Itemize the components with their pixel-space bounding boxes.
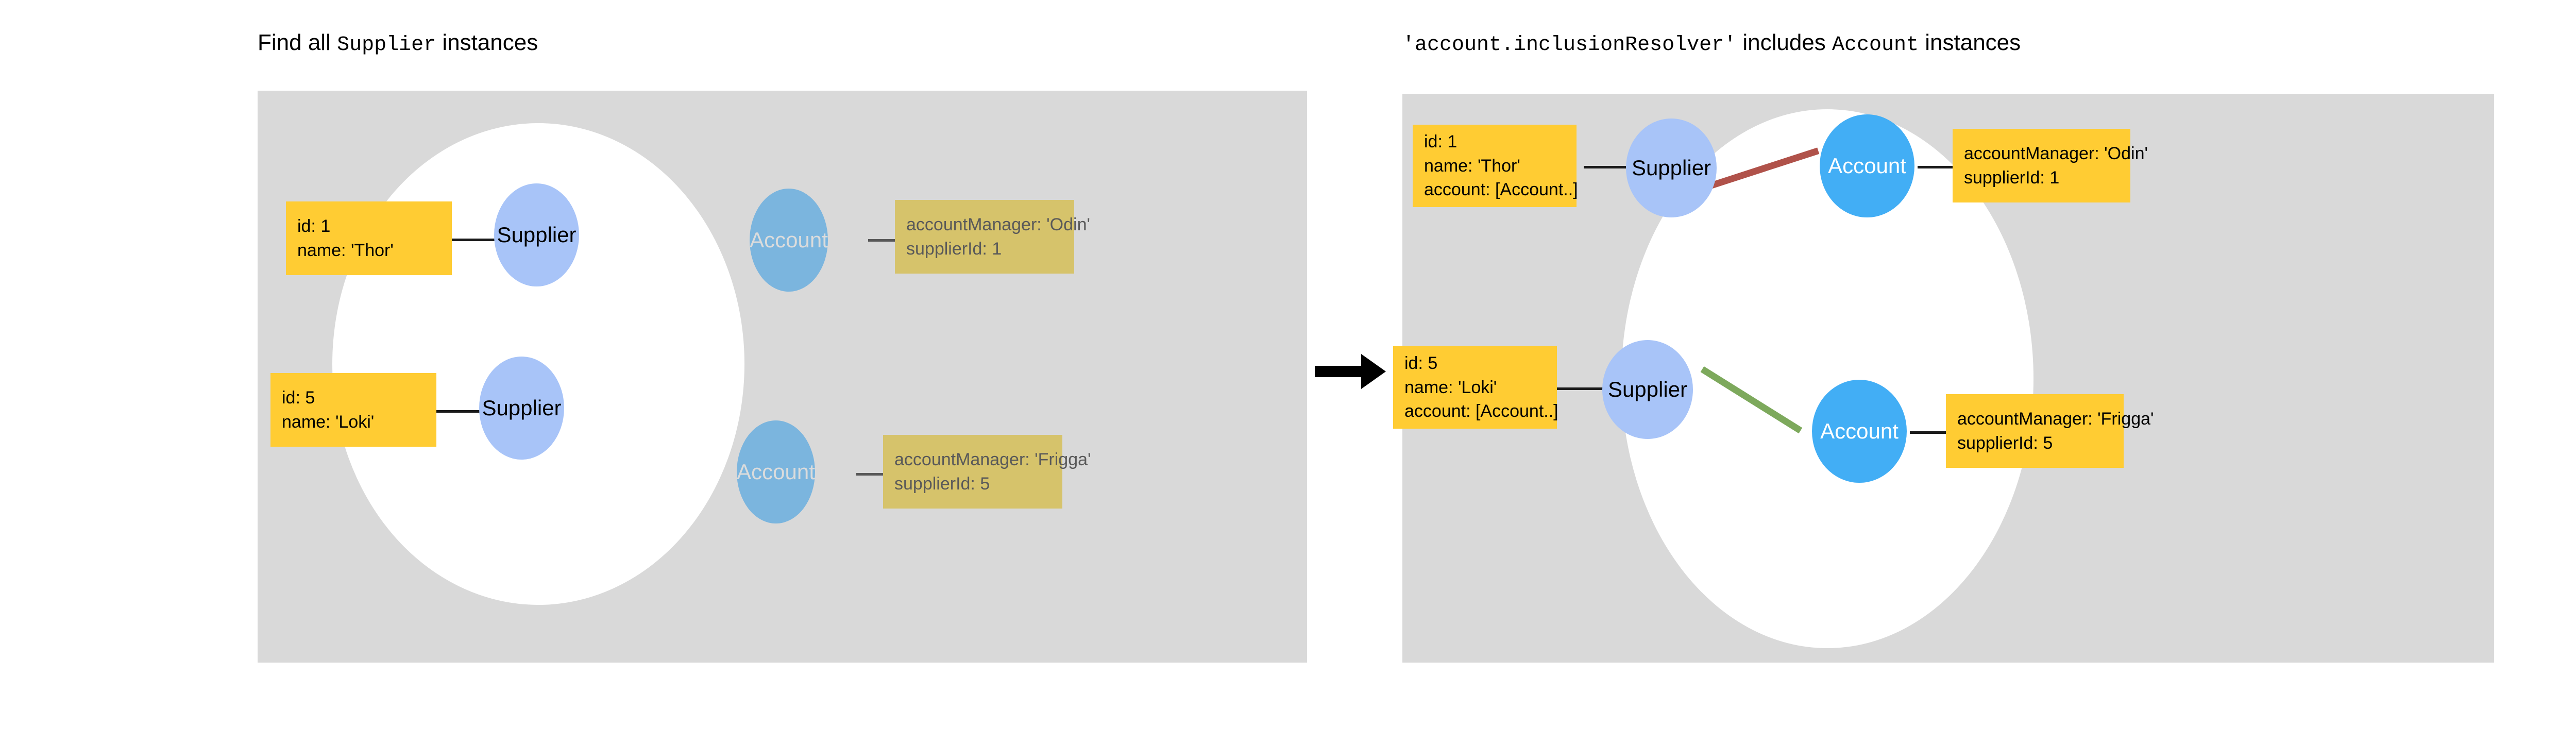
- left-panel-title: Find all Supplier instances: [258, 30, 538, 57]
- edge-supplier5-props: [435, 410, 481, 413]
- node-account-1[interactable]: Account: [750, 189, 828, 292]
- box-line: supplierId: 1: [1964, 167, 2060, 188]
- edge-supplier1-props: [451, 239, 497, 241]
- box-line: name: 'Loki': [282, 412, 375, 432]
- box-line: account: [Account..]: [1424, 180, 1578, 200]
- box-account-1-props[interactable]: accountManager: 'Odin' supplierId: 1: [1953, 129, 2148, 202]
- box-line: id: 5: [1404, 353, 1438, 373]
- left-title-code: Supplier: [337, 33, 436, 57]
- left-title-prefix: Find all: [258, 30, 337, 55]
- transition-arrow: [1315, 353, 1386, 390]
- edge-account5-props: [1910, 431, 1947, 434]
- box-account-5-props[interactable]: accountManager: 'Frigga' supplierId: 5: [883, 435, 1091, 509]
- node-supplier-1[interactable]: Supplier: [1626, 119, 1717, 217]
- left-title-suffix: instances: [436, 30, 538, 55]
- node-supplier-1-label: Supplier: [1631, 156, 1711, 180]
- right-title-code2: Account: [1832, 33, 1919, 57]
- box-account-1-props[interactable]: accountManager: 'Odin' supplierId: 1: [895, 200, 1090, 274]
- box-line: supplierId: 5: [894, 474, 990, 494]
- right-title-suffix: instances: [1919, 30, 2021, 55]
- box-line: name: 'Thor': [297, 240, 394, 260]
- right-title-middle: includes: [1736, 30, 1832, 55]
- arrow-head-icon: [1361, 354, 1386, 389]
- box-line: accountManager: 'Odin': [906, 214, 1090, 234]
- node-account-1-label: Account: [1828, 154, 1906, 178]
- box-line: accountManager: 'Frigga': [1957, 409, 2154, 429]
- node-supplier-5[interactable]: Supplier: [479, 357, 564, 460]
- box-line: id: 1: [297, 216, 331, 236]
- node-account-1-label: Account: [750, 228, 828, 252]
- node-account-5[interactable]: Account: [737, 420, 815, 523]
- node-account-5-label: Account: [737, 460, 815, 484]
- box-supplier-1-props[interactable]: id: 1 name: 'Thor' account: [Account..]: [1413, 125, 1578, 207]
- edge-account1-props: [1918, 166, 1954, 168]
- node-account-1[interactable]: Account: [1820, 114, 1914, 217]
- right-panel: Supplier Supplier Account Account id: 1 …: [1393, 94, 2494, 663]
- edge-supplier5-props: [1557, 387, 1603, 390]
- box-line: id: 5: [282, 387, 315, 408]
- edge-account5-props: [856, 473, 883, 476]
- box-account-5-props[interactable]: accountManager: 'Frigga' supplierId: 5: [1946, 394, 2154, 468]
- node-supplier-1[interactable]: Supplier: [494, 183, 579, 286]
- right-panel-title: 'account.inclusionResolver' includes Acc…: [1402, 30, 2021, 57]
- box-line: id: 1: [1424, 131, 1458, 151]
- box-line: name: 'Loki': [1404, 377, 1497, 397]
- box-supplier-5-props[interactable]: id: 5 name: 'Loki': [270, 373, 436, 447]
- box-line: supplierId: 5: [1957, 433, 2053, 453]
- node-supplier-1-label: Supplier: [497, 223, 577, 247]
- box-line: supplierId: 1: [906, 239, 1002, 259]
- box-line: accountManager: 'Frigga': [894, 449, 1091, 469]
- box-line: name: 'Thor': [1424, 156, 1520, 176]
- node-supplier-5[interactable]: Supplier: [1602, 340, 1693, 439]
- node-account-5-label: Account: [1820, 419, 1899, 443]
- box-supplier-5-props[interactable]: id: 5 name: 'Loki' account: [Account..]: [1393, 346, 1558, 429]
- box-line: accountManager: 'Odin': [1964, 143, 2148, 163]
- node-supplier-5-label: Supplier: [1607, 377, 1688, 401]
- right-title-code: 'account.inclusionResolver': [1402, 33, 1737, 57]
- edge-account1-props: [868, 239, 895, 242]
- node-account-5[interactable]: Account: [1812, 380, 1907, 483]
- left-panel: Supplier Supplier Account Account id: 1 …: [258, 91, 1307, 663]
- edge-supplier1-props: [1584, 166, 1626, 168]
- node-supplier-5-label: Supplier: [482, 396, 562, 420]
- box-supplier-1-props[interactable]: id: 1 name: 'Thor': [286, 201, 452, 275]
- box-line: account: [Account..]: [1404, 401, 1558, 421]
- arrow-shaft: [1315, 366, 1364, 377]
